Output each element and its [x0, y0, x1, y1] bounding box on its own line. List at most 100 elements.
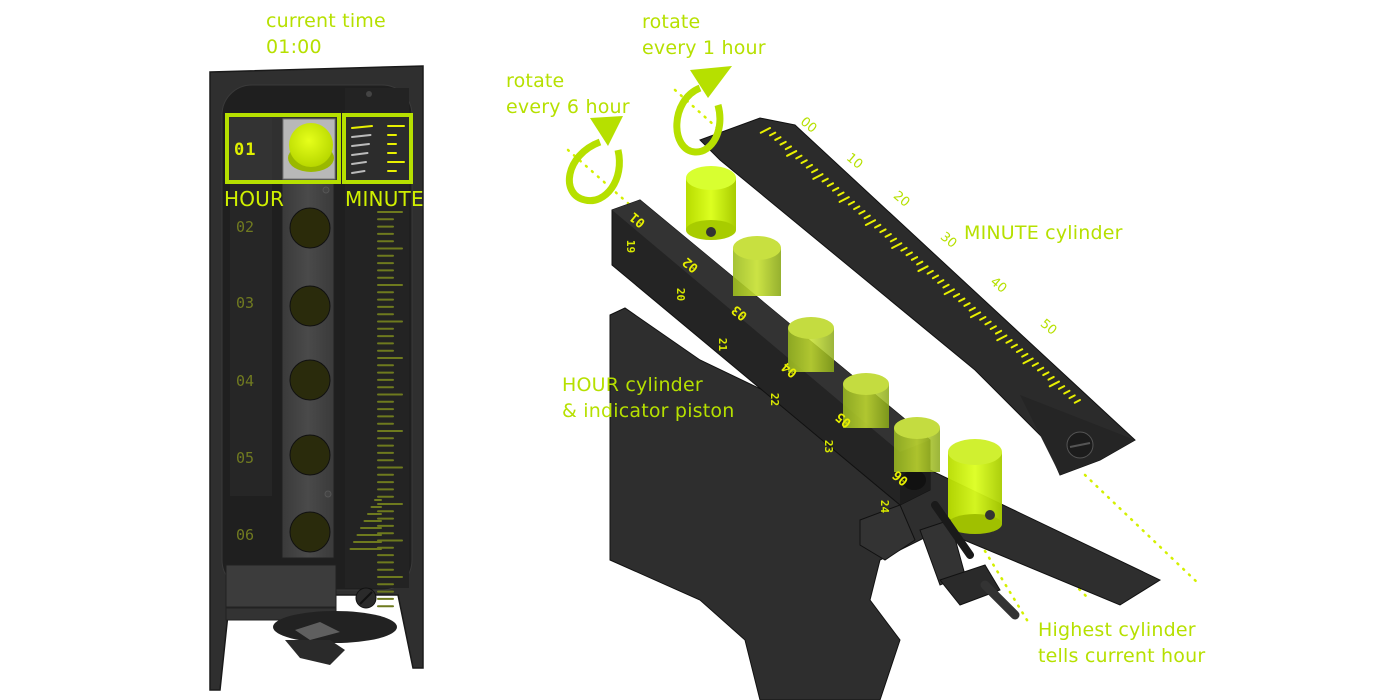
scale-tick	[832, 186, 840, 192]
highest-cylinder-label: Highest cylinder tells current hour	[1038, 617, 1205, 669]
hour-window	[225, 113, 341, 184]
scale-tick	[996, 334, 1008, 342]
minute-label: MINUTE	[345, 187, 424, 211]
hour-bar-side-label: 24	[878, 499, 892, 514]
scale-tick	[1047, 375, 1055, 381]
rotate-1h-line2: every 1 hour	[642, 37, 766, 59]
scale-tick	[768, 131, 777, 137]
hour-cup-3	[788, 317, 834, 372]
rotate-1h-arrow-icon	[673, 66, 732, 156]
scale-tick	[1010, 343, 1018, 349]
hour-bar-side-label: 21	[716, 337, 730, 352]
current-time-value: 01:00	[266, 36, 322, 58]
hour-cup-06	[289, 511, 331, 553]
rotate-every-1-hour-label: rotate every 1 hour	[642, 9, 766, 61]
window-wedge-tick	[351, 161, 367, 165]
scale-tick	[811, 168, 819, 174]
highest-cylinder-line2: tells current hour	[1038, 645, 1206, 667]
scale-tick	[994, 329, 1003, 335]
scale-tick	[874, 223, 882, 229]
scale-tick	[931, 274, 940, 280]
scale-tick	[774, 136, 782, 141]
hour-bar-side-label: 22	[768, 392, 782, 407]
scale-tick	[879, 228, 887, 234]
scale-tick	[979, 316, 987, 321]
highest-cylinder-line1: Highest cylinder	[1038, 619, 1196, 641]
scale-tick	[853, 205, 861, 211]
hour-bar-side-label: 19	[624, 239, 638, 254]
hour-mark: 03	[236, 294, 255, 312]
scale-tick	[838, 196, 850, 203]
hour-cup-05	[289, 434, 331, 476]
rotate-6h-line2: every 6 hour	[506, 96, 630, 118]
rotate-every-6-hour-label: rotate every 6 hour	[506, 68, 630, 120]
scale-tick	[1005, 339, 1013, 344]
minute-ruler-ticks	[377, 211, 403, 608]
scale-tick	[905, 251, 913, 257]
hour-label: HOUR	[224, 187, 285, 211]
hour-cup-2	[733, 236, 781, 296]
scale-tick	[884, 233, 892, 238]
scale-tick	[786, 150, 798, 157]
window-wedge-tick	[351, 143, 370, 147]
scale-tick	[1068, 394, 1076, 400]
scale-tick	[784, 145, 793, 151]
hour-cup-02	[289, 207, 331, 249]
scale-tick	[1063, 389, 1071, 395]
scale-tick	[958, 297, 966, 303]
rotate-6h-line1: rotate	[506, 70, 565, 92]
scale-tick	[759, 127, 771, 134]
scale-tick	[889, 237, 898, 243]
window-wedge-tick	[351, 134, 372, 138]
hour-cup-highest	[948, 439, 1002, 534]
hour-cup-top	[686, 166, 736, 240]
rotate-6h-arrow-icon	[566, 116, 623, 205]
hour-mark: 05	[236, 449, 255, 467]
current-time-caption: current time	[266, 10, 386, 32]
scale-tick	[864, 219, 877, 226]
scale-tick	[1022, 357, 1034, 365]
scale-tick	[1015, 348, 1024, 354]
scale-tick	[952, 292, 961, 298]
linkage	[859, 501, 1020, 620]
hour-cup-03	[289, 285, 331, 327]
hour-cup-5	[894, 417, 940, 472]
window-wedge-tick	[351, 125, 373, 129]
scale-tick	[943, 288, 955, 296]
scale-tick	[1048, 380, 1060, 388]
minute-cylinder	[699, 117, 1136, 476]
hour-cylinder-line2: & indicator piston	[562, 400, 735, 422]
minute-scale-ticks	[759, 127, 1081, 404]
hour-cup-4	[843, 373, 889, 428]
hour-piston-cups	[289, 207, 331, 553]
scale-tick	[1073, 399, 1081, 404]
active-hour-cup	[289, 123, 333, 167]
hour-cylinder-line1: HOUR cylinder	[562, 374, 703, 396]
hour-cylinder-label: HOUR cylinder & indicator piston	[562, 372, 735, 424]
scale-tick	[984, 320, 992, 326]
scale-tick	[837, 191, 845, 197]
scale-tick	[968, 306, 976, 312]
hour-bar-side-label: 20	[674, 287, 688, 302]
scale-tick	[795, 154, 803, 160]
scale-tick	[937, 279, 945, 284]
scale-tick	[942, 283, 950, 289]
hour-mark: 04	[236, 372, 255, 390]
scale-tick	[812, 173, 824, 180]
hour-mark: 02	[236, 218, 255, 236]
scale-tick	[847, 200, 856, 206]
scale-tick	[779, 140, 787, 146]
scale-tick	[858, 209, 866, 215]
hour-cup-04	[289, 359, 331, 401]
scale-tick	[1057, 385, 1066, 390]
rotate-1h-line1: rotate	[642, 11, 701, 33]
scale-tick	[821, 177, 829, 183]
scale-tick	[1021, 352, 1029, 358]
scale-tick	[926, 269, 934, 275]
hour-indicator-cups	[686, 166, 1002, 534]
active-hour-text: 01	[234, 140, 257, 160]
scale-tick	[917, 265, 929, 273]
current-time-label: current time 01:00	[266, 8, 386, 60]
